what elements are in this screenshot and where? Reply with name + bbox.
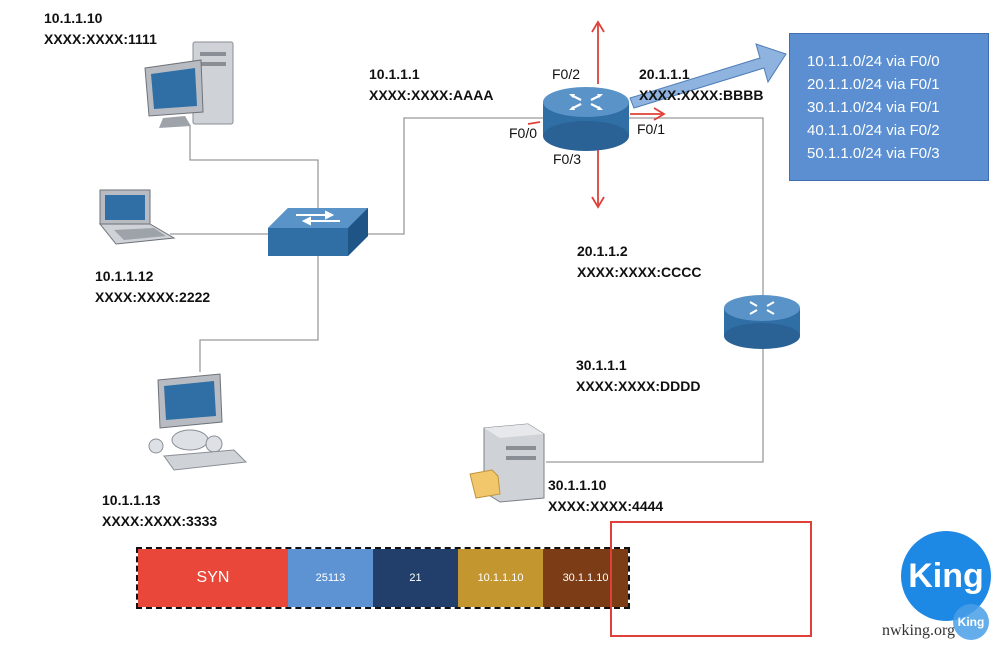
pc3-address-label: 10.1.1.13 XXXX:XXXX:3333 (102, 490, 217, 532)
laptop-address-label: 10.1.1.12 XXXX:XXXX:2222 (95, 266, 210, 308)
packet-segment: 10.1.1.10 (458, 549, 543, 607)
pc1-address-label: 10.1.1.10 XXXX:XXXX:1111 (44, 8, 157, 50)
router1-f00-mac: XXXX:XXXX:AAAA (369, 87, 494, 103)
file-server-icon (469, 423, 545, 503)
pc3-mac: XXXX:XXXX:3333 (102, 513, 218, 529)
router2-lower-ip: 30.1.1.1 (576, 357, 627, 373)
switch-icon (268, 208, 368, 256)
router2-lower-address-label: 30.1.1.1 XXXX:XXXX:DDDD (576, 355, 700, 397)
pc1-mac: XXXX:XXXX:1111 (44, 31, 157, 47)
laptop-mac: XXXX:XXXX:2222 (95, 289, 211, 305)
packet-segment: 21 (373, 549, 458, 607)
routing-table-row: 20.1.1.0/24 via F0/1 (807, 76, 940, 93)
router2-upper-ip: 20.1.1.2 (577, 243, 628, 259)
packet-segment: 25113 (288, 549, 373, 607)
king-mini-logo: King (953, 604, 989, 640)
laptop-icon (98, 189, 176, 245)
link-switch-router1 (368, 117, 543, 235)
routing-table-row: 50.1.1.0/24 via F0/3 (807, 145, 940, 162)
routing-table-row: 30.1.1.0/24 via F0/1 (807, 99, 940, 116)
link-router1-router2 (624, 117, 764, 295)
link-pc1-switch (189, 126, 319, 212)
router-2-icon (724, 295, 800, 349)
server-address-label: 30.1.1.10 XXXX:XXXX:4444 (548, 475, 663, 517)
router2-lower-mac: XXXX:XXXX:DDDD (576, 378, 701, 394)
desktop-with-phone-icon (148, 373, 248, 471)
pc3-ip: 10.1.1.13 (102, 492, 161, 508)
port-f03-label: F0/3 (553, 151, 582, 167)
link-pc3-switch (199, 256, 319, 372)
port-f02-label: F0/2 (552, 66, 581, 82)
router2-upper-mac: XXXX:XXXX:CCCC (577, 264, 702, 280)
router1-f00-ip: 10.1.1.1 (369, 66, 420, 82)
server-ip: 30.1.1.10 (548, 477, 607, 493)
logo-text: King (908, 556, 984, 595)
routing-table-row: 10.1.1.0/24 via F0/0 (807, 53, 940, 70)
router1-f01-mac: XXXX:XXXX:BBBB (639, 87, 764, 103)
port-f01-label: F0/1 (637, 121, 666, 137)
router-1-icon (543, 87, 629, 151)
packet-segment: SYN (138, 549, 288, 607)
router1-f01-address-label: 20.1.1.1 XXXX:XXXX:BBBB (639, 64, 763, 106)
desktop-computer-icon (144, 41, 234, 128)
highlight-box (610, 521, 812, 637)
site-name: nwking.org (882, 622, 956, 639)
router2-upper-address-label: 20.1.1.2 XXXX:XXXX:CCCC (577, 241, 701, 283)
port-f00-label: F0/0 (509, 125, 538, 141)
logo-mini-text: King (957, 615, 985, 629)
routing-table-row: 40.1.1.0/24 via F0/2 (807, 122, 940, 139)
pc1-ip: 10.1.1.10 (44, 10, 103, 26)
red-arrows (527, 20, 666, 209)
server-mac: XXXX:XXXX:4444 (548, 498, 664, 514)
router1-f00-address-label: 10.1.1.1 XXXX:XXXX:AAAA (369, 64, 493, 106)
routing-table: 10.1.1.0/24 via F0/0 20.1.1.0/24 via F0/1… (789, 33, 989, 181)
packet-segment: 30.1.1.10 (543, 549, 628, 607)
laptop-ip: 10.1.1.12 (95, 268, 154, 284)
router1-f01-ip: 20.1.1.1 (639, 66, 690, 82)
link-router2-server (546, 340, 764, 463)
table-arrow (629, 43, 787, 109)
